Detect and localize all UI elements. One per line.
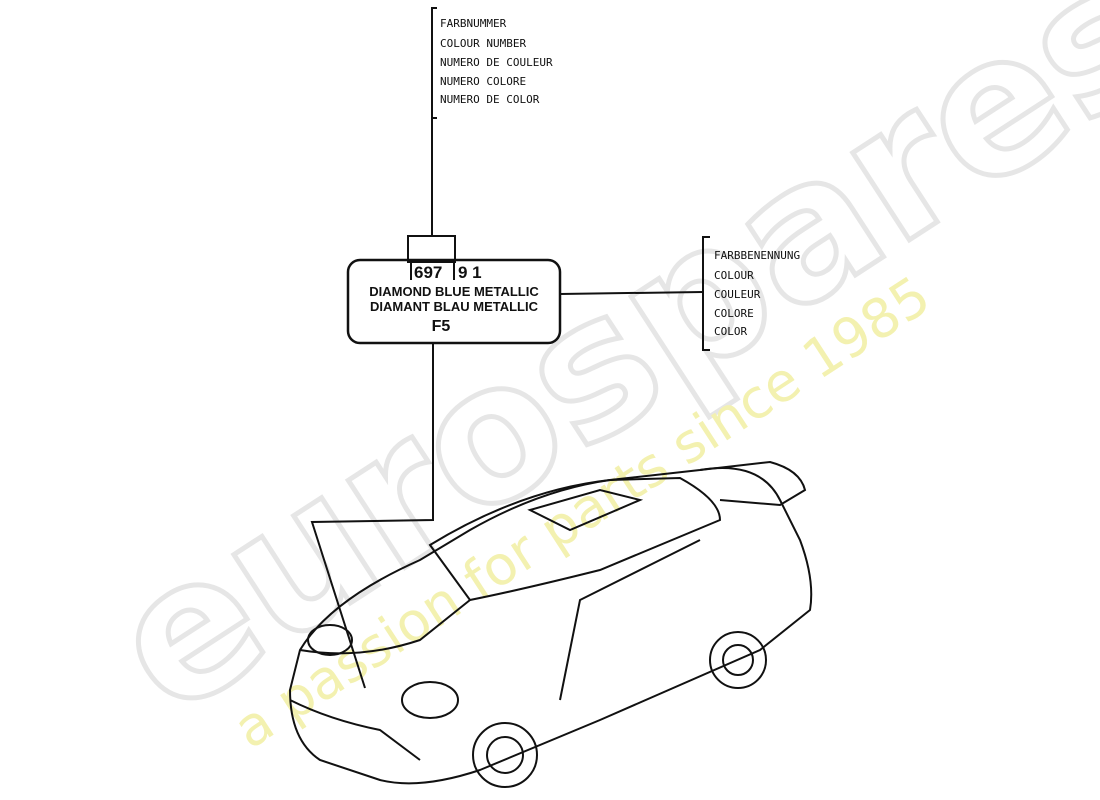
code-highlight-box — [407, 235, 456, 263]
top-bracket — [431, 7, 437, 119]
right-callout-line: COLOUR — [714, 269, 754, 282]
paint-name-de: DIAMANT BLAU METALLIC — [370, 299, 539, 314]
leader-lines — [310, 7, 710, 689]
car-outline-icon — [288, 460, 813, 788]
car-leader — [310, 343, 434, 689]
top-callout-line: NUMERO DE COULEUR — [440, 56, 553, 69]
right-callout-line: FARBBENENNUNG — [714, 249, 800, 262]
paint-code-short: F5 — [432, 318, 451, 335]
watermark: eurospares a passion for parts since 198… — [72, 0, 1100, 761]
right-callout-text: FARBBENENNUNG COLOUR COULEUR COLORE COLO… — [714, 249, 800, 338]
paint-label-box — [346, 258, 562, 345]
paint-code-main: 697 — [414, 263, 442, 282]
paint-name-en: DIAMOND BLUE METALLIC — [369, 284, 539, 299]
top-callout-line: NUMERO COLORE — [440, 75, 526, 88]
right-callout-line: COLORE — [714, 307, 754, 320]
top-callout-line: NUMERO DE COLOR — [440, 93, 540, 106]
watermark-brand: eurospares — [74, 0, 1100, 758]
top-callout-line: FARBNUMMER — [440, 17, 507, 30]
top-callout-text: FARBNUMMER COLOUR NUMBER NUMERO DE COULE… — [440, 17, 553, 106]
right-callout-line: COLOR — [714, 325, 747, 338]
right-callout-line: COULEUR — [714, 288, 761, 301]
paint-label-text: 697 9 1 DIAMOND BLUE METALLIC DIAMANT BL… — [369, 263, 539, 335]
right-bracket — [702, 236, 710, 351]
top-callout-line: COLOUR NUMBER — [440, 37, 526, 50]
paint-code-suffix: 9 1 — [458, 263, 482, 282]
right-leader — [559, 291, 704, 295]
